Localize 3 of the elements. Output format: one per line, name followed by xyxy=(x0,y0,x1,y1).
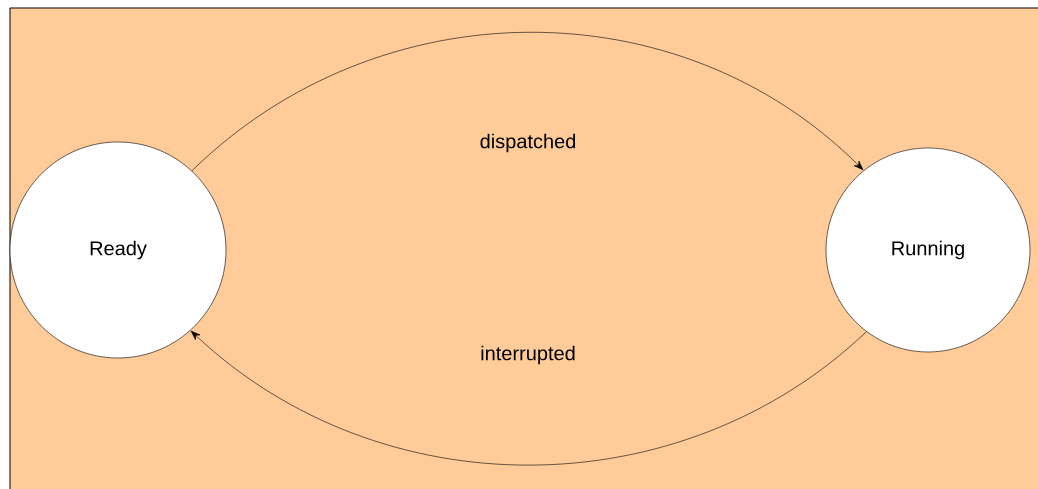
arrow xyxy=(191,31,864,172)
edge-label: interrupted xyxy=(478,343,578,367)
arrow xyxy=(190,330,867,466)
